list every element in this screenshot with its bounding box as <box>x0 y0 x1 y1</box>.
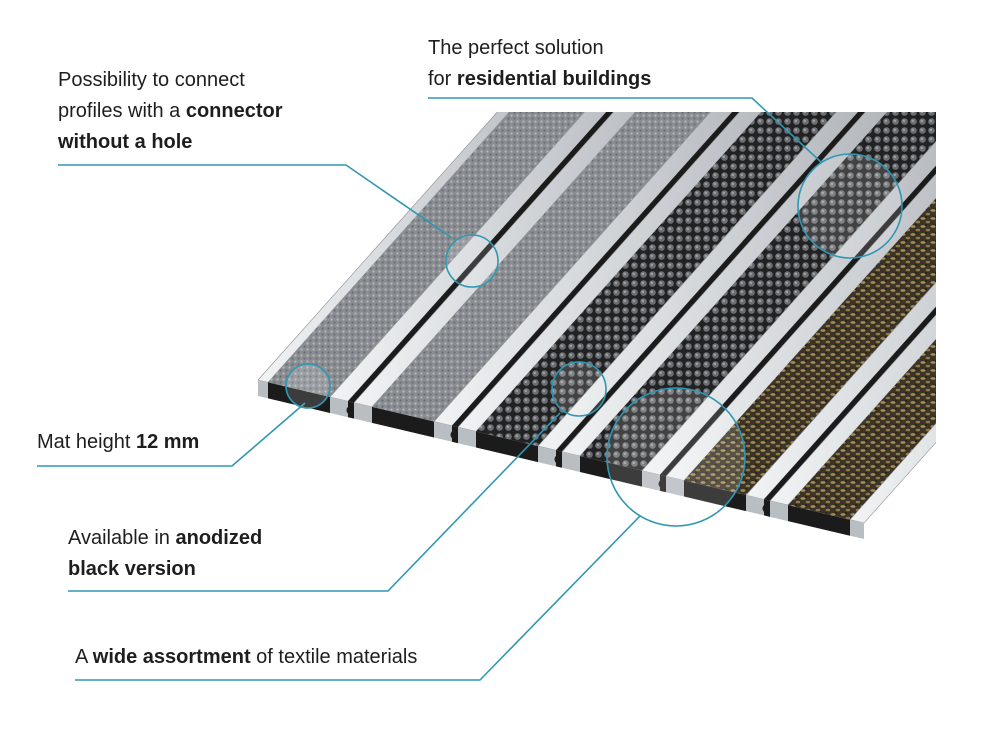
callout-residential-prefix: for <box>428 68 457 90</box>
leader-assortment <box>75 515 641 681</box>
top-mask <box>0 0 992 112</box>
mat-front-alu <box>770 500 788 522</box>
callout-assortment-bold: wide assortment <box>92 646 251 668</box>
callout-anodized-bold-line2: black version <box>68 558 196 580</box>
leader-height <box>37 402 306 467</box>
mat-front-edge <box>258 380 864 540</box>
mat-strip-gap-15 <box>660 103 992 477</box>
callout-connector-bold-line3: without a hole <box>58 131 193 153</box>
callout-residential-line1: The perfect solution <box>428 37 604 59</box>
mat-strip-rubber-13 <box>580 0 992 471</box>
callout-connector-line1: Possibility to connect <box>58 69 245 91</box>
mat-front-rubber <box>476 431 538 463</box>
highlight-assortment <box>606 387 746 527</box>
callout-lines <box>37 97 903 681</box>
highlight-height <box>285 363 331 409</box>
mat-front-alu <box>354 402 372 423</box>
callout-anodized-bold: anodized <box>175 527 263 549</box>
callout-residential: The perfect solution for residential bui… <box>428 33 651 95</box>
callout-residential-bold: residential buildings <box>456 68 652 90</box>
mat-front-alu <box>330 396 348 418</box>
mat-front-alu <box>746 495 764 516</box>
callout-assortment-suffix: of textile materials <box>250 646 418 668</box>
callout-connector: Possibility to connect profiles with a c… <box>58 65 283 158</box>
mat-front-alu <box>258 380 268 399</box>
callout-anodized-prefix: Available in <box>68 527 176 549</box>
connector-hole <box>554 454 564 464</box>
mat-front-alu <box>538 446 556 467</box>
callout-height-prefix: Mat height <box>37 431 136 453</box>
callout-assortment-prefix: A <box>75 646 93 668</box>
highlight-connector <box>445 234 499 288</box>
callout-assortment: A wide assortment of textile materials <box>75 642 417 673</box>
callout-anodized: Available in anodized black version <box>68 523 262 585</box>
connector-hole <box>658 479 668 489</box>
connector-hole <box>346 405 356 415</box>
connector-hole <box>450 430 460 440</box>
mat-strip-gap-11 <box>556 0 966 452</box>
mat-front-rubber <box>580 455 642 487</box>
mat-front-textile <box>372 406 434 438</box>
leader-anodized <box>68 412 561 592</box>
mat-front-alu <box>642 470 660 491</box>
mat-front-coir <box>788 505 850 536</box>
connector-hole <box>762 503 772 513</box>
callout-height-value: 12 mm <box>135 431 200 453</box>
leader-connector <box>58 164 453 239</box>
highlight-residential <box>797 153 903 259</box>
mat-strip-coir-17 <box>684 135 992 496</box>
mat-strip-alu-10 <box>537 0 959 451</box>
mat-front-alu <box>562 451 580 472</box>
mat-strip-alu-14 <box>641 78 992 476</box>
callout-connector-bold: connector <box>185 100 283 122</box>
mat-front-alu <box>458 427 476 448</box>
leader-residential <box>428 97 823 164</box>
callout-connector-prefix: profiles with a <box>58 100 186 122</box>
mat-front-coir <box>684 480 746 512</box>
mat-front-alu <box>850 519 864 540</box>
highlight-anodized <box>551 361 607 417</box>
mat-strip-gap-19 <box>764 244 992 501</box>
right-mask <box>936 0 992 744</box>
mat-front-alu <box>666 476 684 497</box>
callout-mat-height: Mat height 12 mm <box>37 427 199 458</box>
mat-front-textile <box>268 382 330 413</box>
mat-strip-alu-12 <box>561 0 988 457</box>
mat-front-alu <box>434 421 452 442</box>
